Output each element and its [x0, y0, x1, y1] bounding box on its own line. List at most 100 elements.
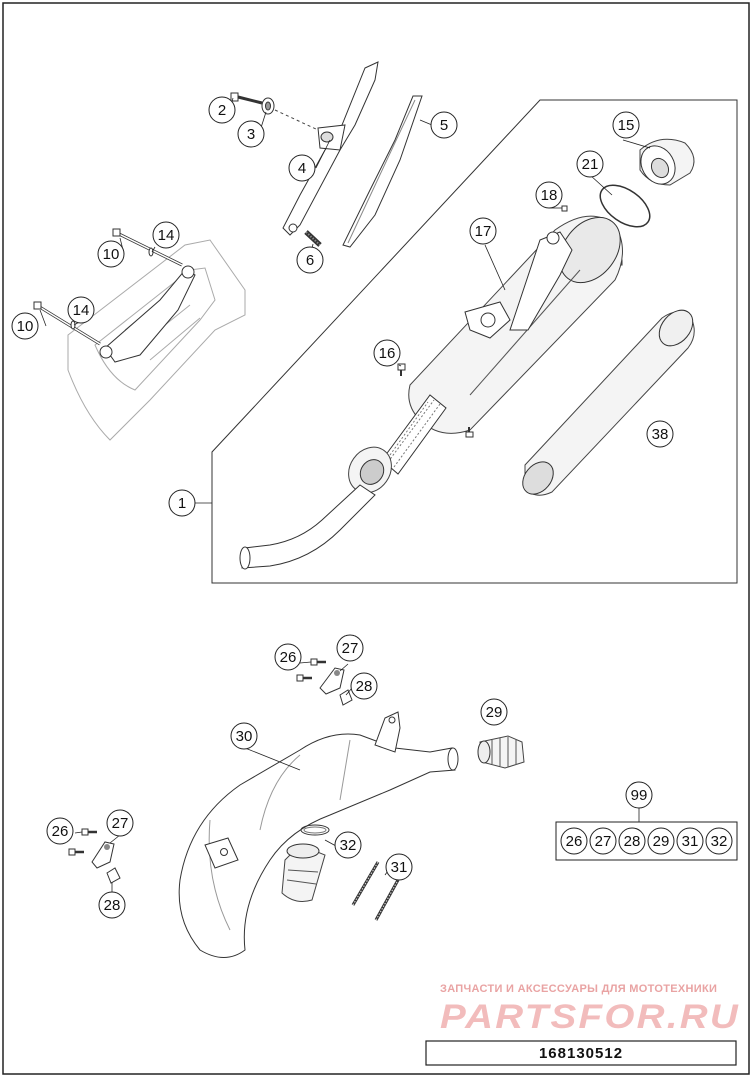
callout-2: 2	[208, 96, 236, 124]
svg-text:29: 29	[653, 833, 670, 850]
manifold-rubber-29	[477, 735, 525, 769]
svg-text:26: 26	[52, 823, 69, 840]
o-ring-32-upper	[300, 824, 330, 836]
callout-30: 30	[230, 722, 258, 750]
svg-text:31: 31	[391, 859, 408, 876]
svg-text:29: 29	[486, 704, 503, 721]
heat-shield-5	[342, 95, 423, 248]
watermark-tagline: ЗАПЧАСТИ И АКСЕССУАРЫ ДЛЯ МОТОТЕХНИКИ	[440, 983, 717, 995]
perforated-core	[381, 394, 447, 475]
screw-26-upper-a	[310, 658, 326, 666]
svg-text:17: 17	[475, 223, 492, 240]
svg-text:6: 6	[306, 252, 314, 269]
bolt-2	[230, 92, 263, 105]
spring-31-a	[351, 861, 380, 906]
svg-text:28: 28	[356, 678, 373, 695]
callout-10-upper: 10	[97, 240, 125, 268]
callout-27-lower: 27	[106, 809, 134, 837]
end-cap-15	[639, 138, 695, 186]
callout-26-lower: 26	[46, 817, 74, 845]
clip-27-lower	[91, 841, 115, 869]
spring-31-b	[374, 879, 400, 921]
callout-99: 99	[625, 781, 653, 809]
callout-5: 5	[430, 111, 458, 139]
svg-text:15: 15	[618, 117, 635, 134]
callout-28-upper: 28	[350, 672, 378, 700]
callout-26-upper: 26	[274, 643, 302, 671]
pipe-socket	[281, 843, 326, 902]
rivet-18-a	[561, 205, 568, 212]
svg-text:3: 3	[247, 126, 255, 143]
insulation-packing-38	[522, 309, 695, 496]
bolt-6	[304, 230, 322, 247]
bolt-10-lower	[33, 301, 101, 346]
nut-28-lower	[106, 867, 121, 884]
svg-text:18: 18	[541, 187, 558, 204]
svg-text:10: 10	[17, 318, 34, 335]
svg-text:2: 2	[218, 102, 226, 119]
inlet-flange	[348, 446, 392, 494]
svg-text:31: 31	[682, 833, 699, 850]
silencer-body-17	[408, 215, 623, 434]
screw-26-upper-b	[296, 674, 312, 682]
svg-text:28: 28	[624, 833, 641, 850]
callout-1: 1	[168, 489, 196, 517]
svg-text:14: 14	[73, 302, 90, 319]
callout-31: 31	[385, 853, 413, 881]
callout-3: 3	[237, 120, 265, 148]
kit-item-28: 28	[618, 827, 646, 855]
svg-text:1: 1	[178, 495, 186, 512]
svg-text:27: 27	[342, 640, 359, 657]
clip-27-upper	[319, 667, 345, 695]
svg-text:30: 30	[236, 728, 253, 745]
svg-text:32: 32	[340, 837, 357, 854]
kit-item-32: 32	[705, 827, 733, 855]
screw-26-lower-b	[68, 848, 84, 856]
bracket-4	[282, 61, 379, 236]
svg-text:99: 99	[631, 787, 648, 804]
callout-4: 4	[288, 154, 316, 182]
callout-14-upper: 14	[152, 221, 180, 249]
exhaust-pipe-30	[178, 711, 459, 958]
assembly-line	[274, 109, 319, 131]
svg-text:21: 21	[582, 156, 599, 173]
callout-27-upper: 27	[336, 634, 364, 662]
svg-text:16: 16	[379, 345, 396, 362]
callout-16: 16	[373, 339, 401, 367]
callout-15: 15	[612, 111, 640, 139]
drawing-code: 168130512	[539, 1045, 623, 1062]
svg-text:27: 27	[112, 815, 129, 832]
callout-18: 18	[535, 181, 563, 209]
svg-text:26: 26	[280, 649, 297, 666]
svg-text:26: 26	[566, 833, 583, 850]
kit-item-29: 29	[647, 827, 675, 855]
callout-17: 17	[469, 217, 497, 245]
callout-29: 29	[480, 698, 508, 726]
svg-text:27: 27	[595, 833, 612, 850]
callout-10-lower: 10	[11, 312, 39, 340]
callout-6: 6	[296, 246, 324, 274]
callout-38: 38	[646, 420, 674, 448]
silencer-group-frame	[211, 99, 738, 584]
callout-21: 21	[576, 150, 604, 178]
screw-26-lower-a	[81, 828, 97, 836]
o-ring-21	[599, 184, 651, 228]
kit-item-31: 31	[676, 827, 704, 855]
drawing-code-box: 168130512	[425, 1040, 737, 1066]
kit-item-27: 27	[589, 827, 617, 855]
inlet-pipe	[239, 484, 376, 570]
callout-32: 32	[334, 831, 362, 859]
svg-text:10: 10	[103, 246, 120, 263]
callout-28-lower: 28	[98, 891, 126, 919]
silencer-mount-bracket-ghost	[99, 265, 196, 363]
washer-14-upper	[148, 247, 154, 257]
svg-text:32: 32	[711, 833, 728, 850]
screw-16-a	[397, 363, 406, 376]
nut-28-upper	[339, 689, 353, 706]
svg-text:38: 38	[652, 426, 669, 443]
svg-text:5: 5	[440, 117, 448, 134]
washer-14-lower	[70, 320, 76, 330]
